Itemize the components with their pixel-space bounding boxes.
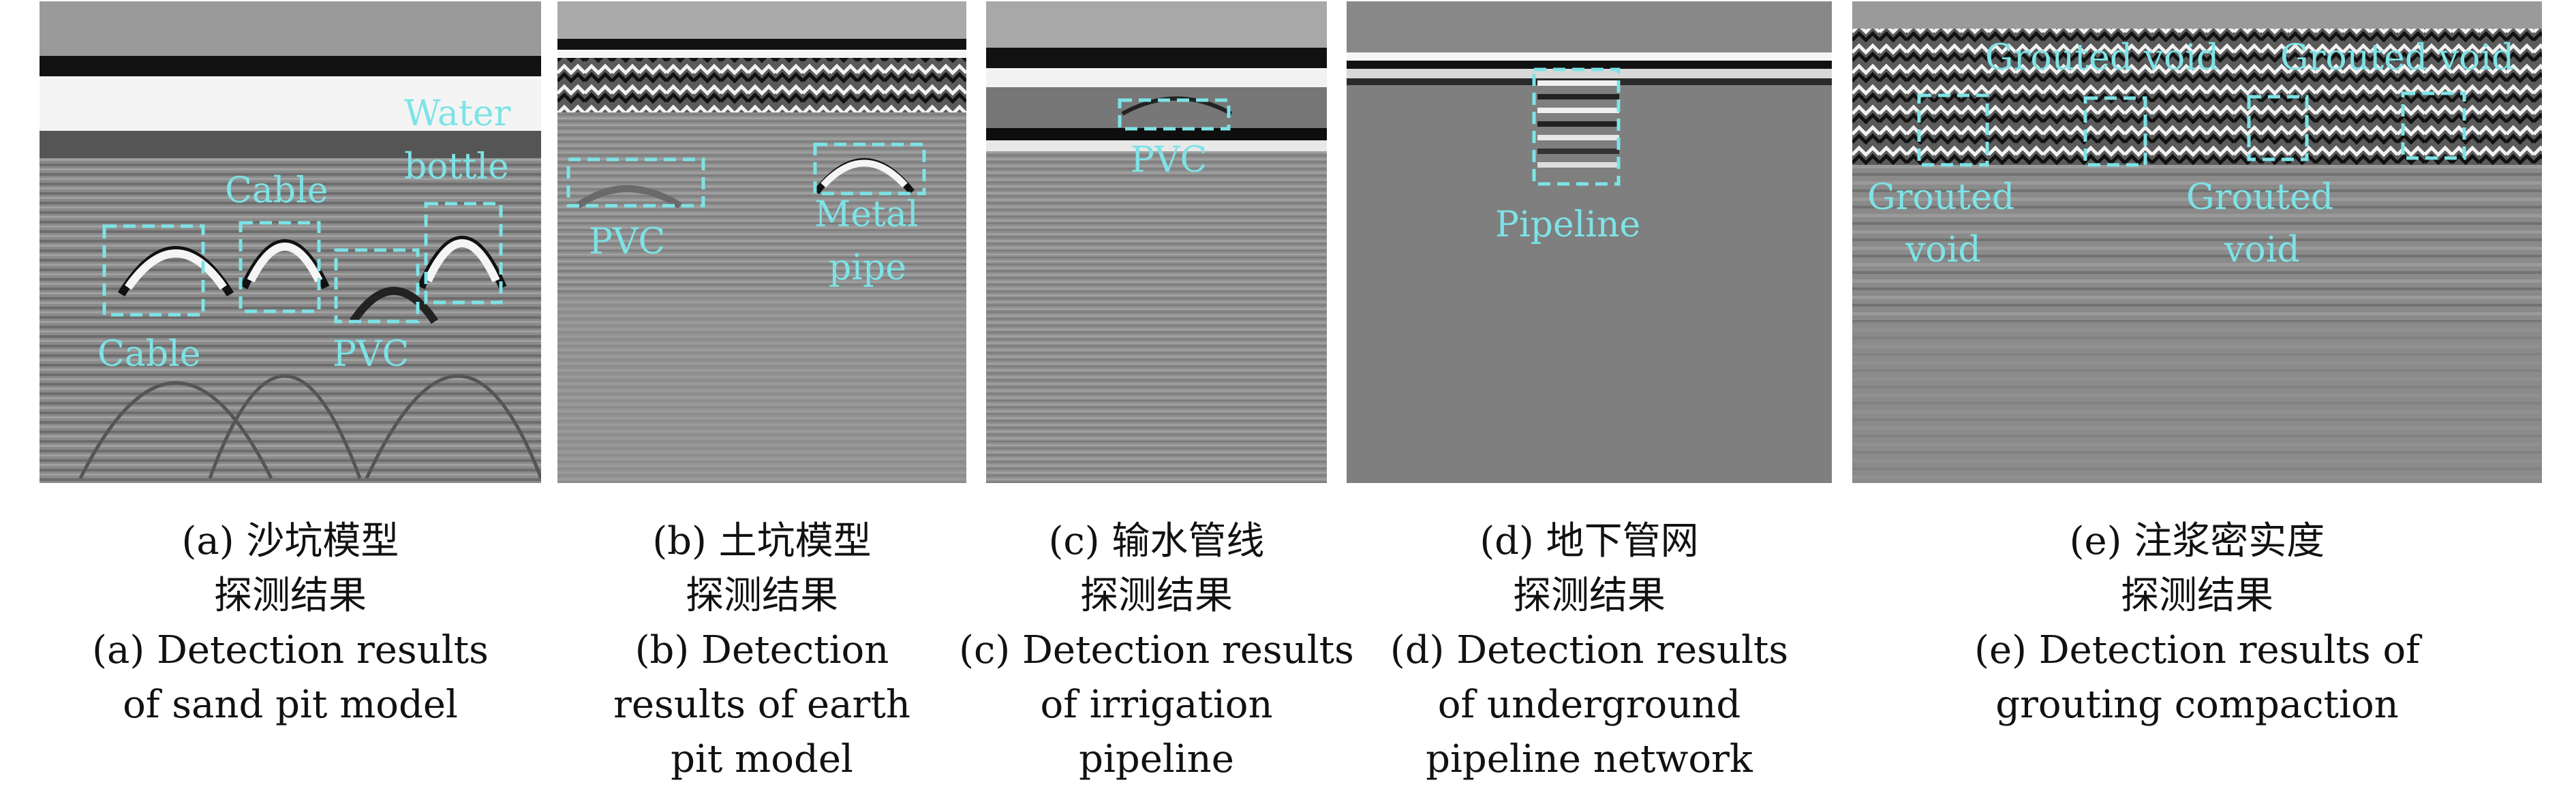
annotation-box xyxy=(2083,96,2147,167)
annotation-label: PVC xyxy=(589,221,665,262)
annotation-label: PVC xyxy=(1131,140,1207,181)
annotation-label: Cable xyxy=(97,334,200,375)
caption-e: (e) 注浆密实度 探测结果 (e) Detection results of … xyxy=(1852,514,2542,732)
annotation-label: Pipeline xyxy=(1495,204,1640,245)
caption-cn-line2: 探测结果 xyxy=(2121,574,2273,618)
caption-en-line: (e) Detection results of xyxy=(1974,628,2420,672)
annotation-label: Grouted xyxy=(2186,177,2333,218)
annotation-box xyxy=(239,221,321,313)
caption-en-line: (c) Detection results xyxy=(959,628,1354,672)
caption-en-line: of underground xyxy=(1437,683,1741,727)
annotation-box xyxy=(424,202,503,305)
caption-cn-line1: (a) 沙坑模型 xyxy=(181,519,399,563)
caption-d: (d) 地下管网 探测结果 (d) Detection results of u… xyxy=(1347,514,1832,787)
annotation-label: void xyxy=(1905,230,1981,270)
caption-cn-line2: 探测结果 xyxy=(214,574,367,618)
annotation-box xyxy=(1532,67,1621,186)
caption-en-line: of irrigation xyxy=(1040,683,1273,727)
caption-en-line: pipeline network xyxy=(1426,737,1753,781)
annotation-label: Water xyxy=(404,93,511,134)
caption-cn-line2: 探测结果 xyxy=(686,574,838,618)
annotation-label: pipe xyxy=(829,247,906,288)
annotation-label: Grouted void xyxy=(2280,37,2514,78)
caption-en-line: pipeline xyxy=(1079,737,1234,781)
caption-cn-line1: (c) 输水管线 xyxy=(1048,519,1265,563)
panel-b-image: PVC Metal pipe xyxy=(557,1,966,483)
annotation-label: void xyxy=(2224,230,2300,270)
annotation-box xyxy=(2247,95,2309,161)
caption-cn-line2: 探测结果 xyxy=(1080,574,1233,618)
caption-cn-line2: 探测结果 xyxy=(1513,574,1666,618)
annotation-box xyxy=(1118,98,1231,131)
annotation-box xyxy=(1917,93,1989,167)
annotation-label: Metal xyxy=(814,194,919,235)
panel-a-image: Cable Cable PVC Water bottle xyxy=(40,1,541,483)
annotation-label: bottle xyxy=(404,146,509,187)
annotation-label: Grouted xyxy=(1867,177,2014,218)
caption-en-line: grouting compaction xyxy=(1995,683,2399,727)
annotation-box xyxy=(813,142,926,196)
caption-en-line: pit model xyxy=(671,737,853,781)
caption-b: (b) 土坑模型 探测结果 (b) Detection results of e… xyxy=(557,514,966,787)
caption-en-line: (b) Detection xyxy=(634,628,889,672)
caption-en-line: (a) Detection results xyxy=(92,628,489,672)
caption-a: (a) 沙坑模型 探测结果 (a) Detection results of s… xyxy=(40,514,541,732)
annotation-box xyxy=(334,248,420,324)
caption-en-line: (d) Detection results xyxy=(1390,628,1789,672)
annotation-box xyxy=(102,224,205,317)
caption-c: (c) 输水管线 探测结果 (c) Detection results of i… xyxy=(947,514,1366,787)
caption-en-line: results of earth xyxy=(613,683,910,727)
panel-e-image: Grouted void Grouted void Grouted void G… xyxy=(1852,1,2542,483)
annotation-box xyxy=(2401,91,2466,160)
panel-d-image: Pipeline xyxy=(1347,1,1832,483)
panel-c-image: PVC xyxy=(986,1,1327,483)
annotation-label: PVC xyxy=(333,334,409,375)
annotation-label: Grouted void xyxy=(1985,37,2219,78)
caption-cn-line1: (d) 地下管网 xyxy=(1479,519,1699,563)
caption-en-line: of sand pit model xyxy=(123,683,458,727)
caption-cn-line1: (e) 注浆密实度 xyxy=(2069,519,2325,563)
annotation-label: Cable xyxy=(225,170,328,211)
caption-cn-line1: (b) 土坑模型 xyxy=(652,519,872,563)
annotation-box xyxy=(566,157,705,208)
